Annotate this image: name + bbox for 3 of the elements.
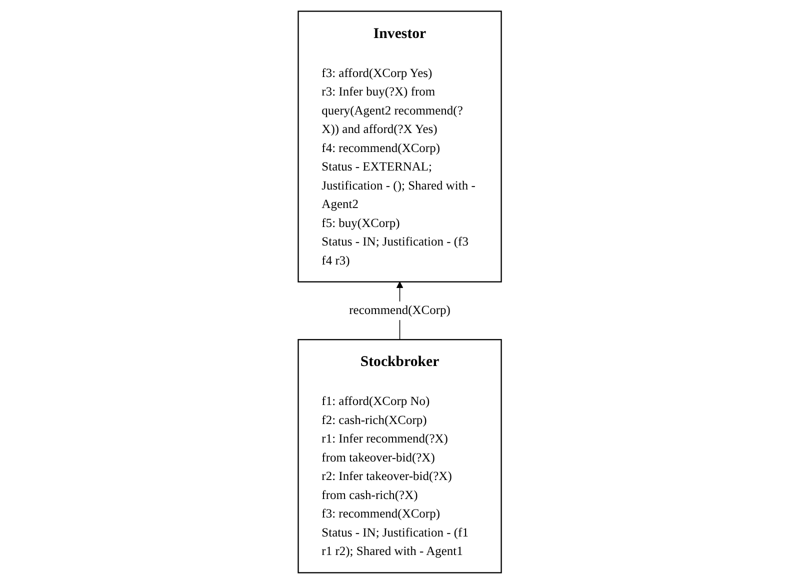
node-box: Investor f3: afford(XCorp Yes) r3: Infer buy(?X) from query(Agent2 recommend(?X)) and afford(?X Yes) f4: recommend(XCorp) Status - EXTERNAL; Justification - (); Shared with - Agent2 f5: buy(XCorp) Status - IN; Justification - (f3 f4 r3) xyxy=(297,10,502,282)
node-box: Stockbroker f1: afford(XCorp No) f2: cash-rich(XCorp) r1: Infer recommend(?X) from takeover-bid(?X) r2: Infer takeover-bid(?X) from cash-rich(?X) f3: recommend(XCorp) Status - IN; Justification - (f1 r1 r2); Shared with - Agent1 xyxy=(297,339,502,574)
edge-label: recommend(XCorp) xyxy=(348,304,450,317)
